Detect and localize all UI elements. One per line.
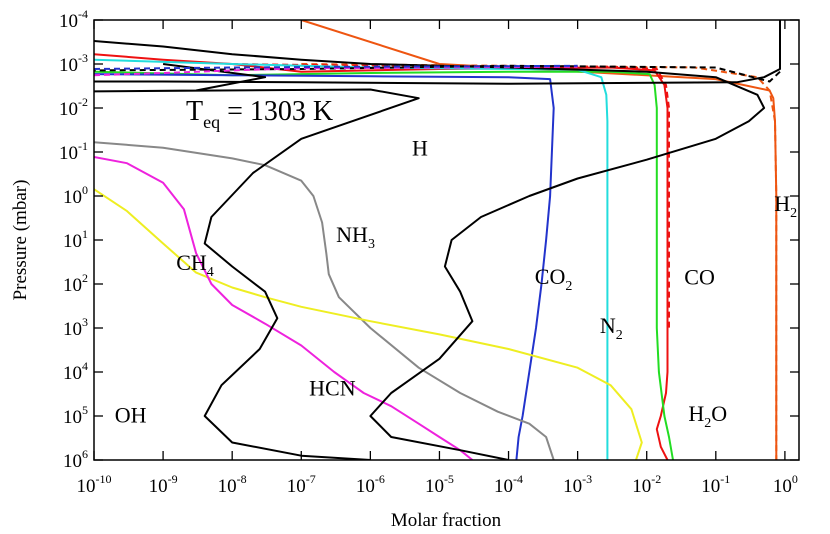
- x-tick-label: 10-9: [149, 472, 178, 497]
- x-tick-label: 100: [773, 472, 798, 497]
- x-tick-label: 10-8: [218, 472, 247, 497]
- series-layer: [94, 20, 781, 460]
- species-label-h2o: H2O: [688, 401, 727, 431]
- species-label-nh3: NH3: [336, 222, 375, 252]
- series-line-hcn: [94, 156, 474, 460]
- series-line-blue-dashed-top: [94, 64, 578, 70]
- series-line-oh: [94, 63, 420, 460]
- series-line-h-black-top: [94, 20, 781, 85]
- species-label-oh: OH: [115, 402, 147, 427]
- series-line-co-dashed: [232, 63, 670, 328]
- series-line-ch4: [94, 188, 643, 460]
- species-label-co2: CO2: [535, 264, 573, 294]
- x-tick-label: 10-2: [632, 472, 661, 497]
- x-tick-label: 10-7: [287, 472, 316, 497]
- x-tick-label: 10-6: [356, 472, 385, 497]
- x-tick-label: 10-1: [701, 472, 730, 497]
- species-label-n2: N2: [600, 313, 623, 343]
- plot-frame: [93, 19, 800, 461]
- y-axis-title: Pressure (mbar): [10, 180, 31, 301]
- series-line-h2-dashed: [301, 63, 778, 460]
- y-tick-label: 10-1: [59, 139, 88, 164]
- y-tick-label: 104: [63, 359, 88, 384]
- species-label-h: H: [412, 135, 428, 160]
- teq-annotation: Teq = 1303 K: [186, 96, 333, 132]
- species-label-co: CO: [684, 264, 715, 289]
- species-label-h2: H2: [774, 191, 797, 221]
- y-tick-label: 10-3: [59, 51, 88, 76]
- ticks-layer: 10-10 10-9 10-8 10-7 10-6 10-5 10-4 10-3 10-2 10-…: [59, 7, 799, 497]
- x-axis-title: Molar fraction: [391, 510, 502, 531]
- y-tick-label: 103: [63, 315, 88, 340]
- series-line-h: [94, 40, 766, 460]
- y-tick-label: 10-4: [59, 7, 88, 32]
- x-tick-label: 10-3: [563, 472, 592, 497]
- x-tick-label: 10-4: [494, 472, 523, 497]
- y-tick-label: 105: [63, 403, 88, 428]
- series-line-magenta-dashed-top: [94, 65, 578, 77]
- series-line-co2: [94, 73, 555, 460]
- series-line-nh3: [94, 141, 555, 460]
- species-label-hcn: HCN: [309, 375, 356, 400]
- y-tick-label: 106: [63, 447, 88, 472]
- series-line-h2o: [94, 70, 674, 460]
- x-tick-label: 10-10: [77, 472, 112, 497]
- y-tick-label: 10-2: [59, 95, 88, 120]
- species-label-ch4: CH4: [176, 250, 214, 280]
- x-tick-label: 10-5: [425, 472, 454, 497]
- y-tick-label: 102: [63, 271, 88, 296]
- y-tick-label: 101: [63, 227, 88, 252]
- y-tick-label: 100: [63, 183, 88, 208]
- series-line-h2-black-dashed: [94, 64, 781, 83]
